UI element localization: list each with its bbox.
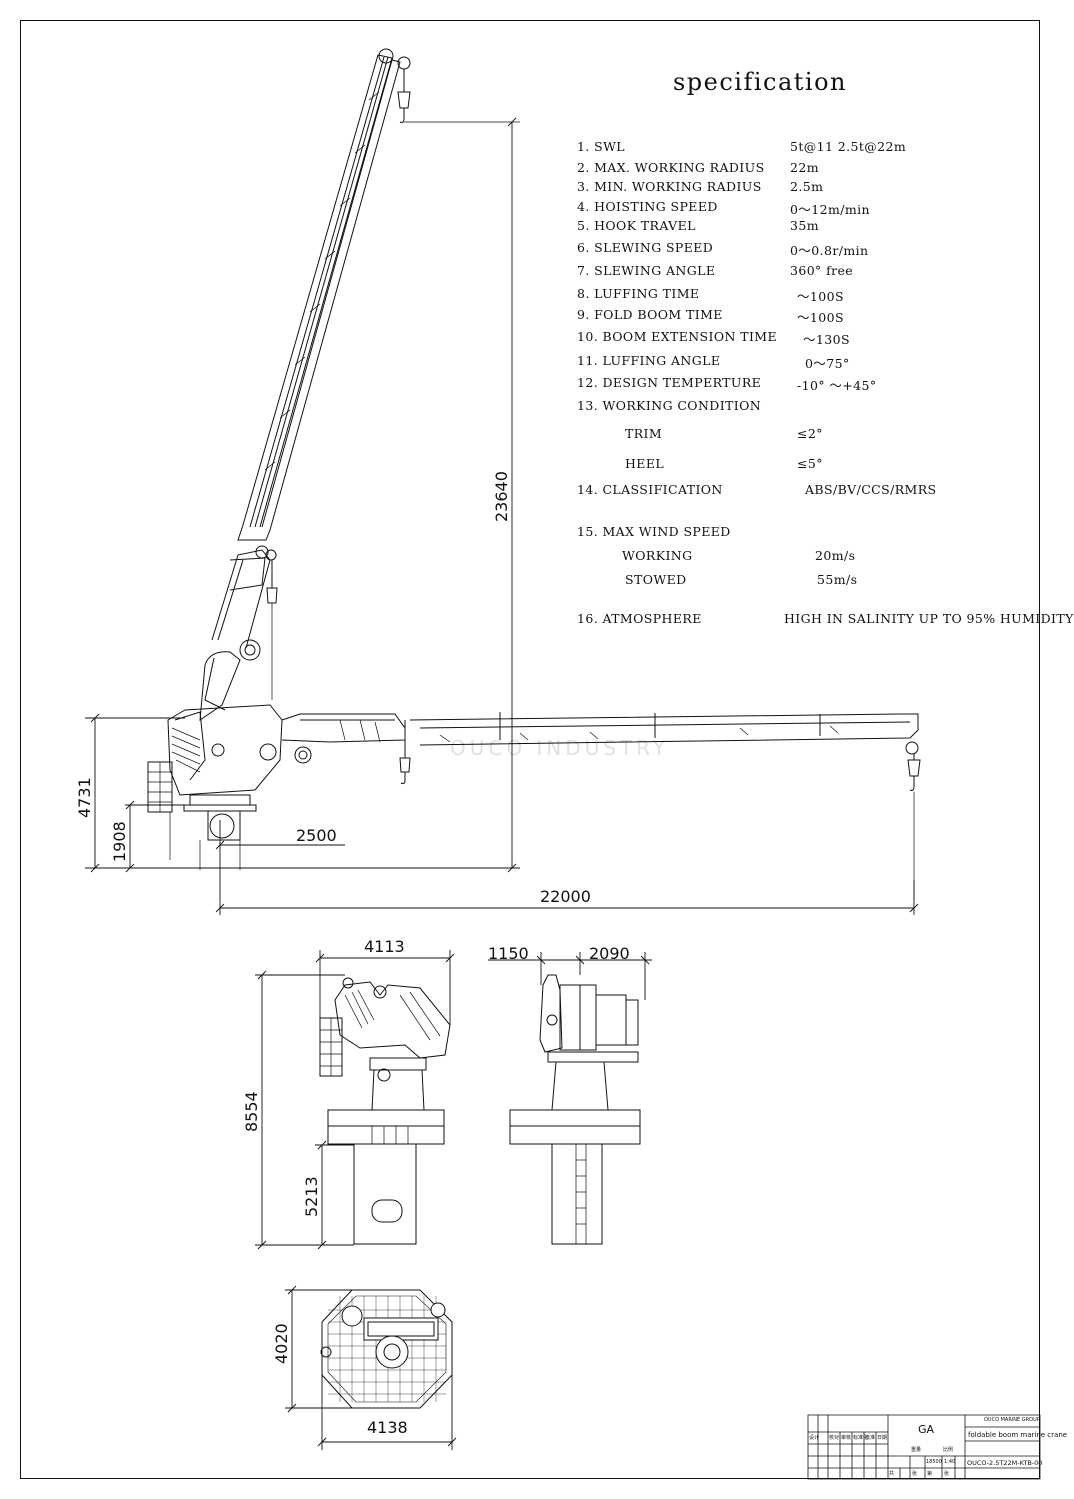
spec-label: HEEL [625, 456, 665, 471]
title-block-cell: 日期 [877, 1435, 888, 1441]
title-block-cell: 共 [889, 1471, 895, 1477]
spec-value: ～100S [797, 310, 844, 325]
title-block-drawing-name: foldable boom marine crane [968, 1431, 1068, 1439]
spec-title: specification [672, 68, 848, 96]
spec-label: 1. SWL [577, 139, 626, 154]
knuckle-section [200, 546, 277, 720]
watermark-text: OUCO INDUSTRY [450, 736, 670, 760]
title-block-code: GA [918, 1423, 935, 1436]
spec-label: 8. LUFFING TIME [577, 286, 700, 301]
spec-value: 0～75° [805, 356, 850, 371]
spec-value: 20m/s [815, 548, 856, 563]
spec-label: STOWED [625, 572, 687, 587]
spec-value: 0～12m/min [790, 202, 870, 217]
dim-max-radius: 22000 [540, 887, 591, 906]
title-block-drawing-no: OUCO-2.5T22M-KTB-00 [967, 1459, 1043, 1467]
title-block-scale: 1:40 [944, 1459, 956, 1465]
spec-value: 35m [790, 218, 819, 233]
spec-value: ～100S [797, 289, 844, 304]
spec-label: 16. ATMOSPHERE [577, 611, 702, 626]
crane-base-side [148, 705, 282, 870]
side-elevation-dimensions [488, 952, 652, 1000]
title-block-cell: 比例 [943, 1447, 954, 1453]
spec-label: 12. DESIGN TEMPERTURE [577, 375, 762, 390]
spec-label: 3. MIN. WORKING RADIUS [577, 179, 762, 194]
spec-value: 2.5m [790, 179, 824, 194]
spec-label: 9. FOLD BOOM TIME [577, 307, 723, 322]
dim-height-base: 4731 [75, 777, 94, 818]
title-block-cell: 张 [944, 1471, 950, 1477]
dim-plan-width: 4138 [367, 1418, 408, 1437]
front-elevation [320, 978, 450, 1244]
spec-value: 0～0.8r/min [790, 243, 869, 258]
spec-label: 6. SLEWING SPEED [577, 240, 714, 255]
spec-value: ≤5° [797, 456, 823, 471]
spec-label: WORKING [622, 548, 693, 563]
plan-view-dimensions [285, 1286, 456, 1450]
drawing-border [20, 20, 1040, 1479]
spec-label: 4. HOISTING SPEED [577, 199, 718, 214]
dim-side-right: 2090 [589, 944, 630, 963]
title-block-weight: 18500 [926, 1459, 942, 1465]
title-block-company: OUCO MARINE GROUP [984, 1417, 1040, 1423]
spec-label: 15. MAX WIND SPEED [577, 524, 731, 539]
side-elevation [510, 975, 640, 1244]
title-block-cell: 审核 [841, 1435, 852, 1441]
spec-value: HIGH IN SALINITY UP TO 95% HUMIDITY [784, 611, 1074, 626]
front-elevation-dimensions [255, 950, 454, 1249]
dim-width-front: 4113 [364, 937, 405, 956]
spec-value: ≤2° [797, 426, 823, 441]
title-block-cell: 校对 [829, 1435, 840, 1441]
title-block-grid [808, 1415, 1040, 1479]
spec-value: 22m [790, 160, 819, 175]
dim-plan-depth: 4020 [272, 1323, 291, 1364]
dim-min-radius: 2500 [296, 826, 337, 845]
spec-label: TRIM [625, 426, 663, 441]
spec-value: ABS/BV/CCS/RMRS [805, 482, 937, 497]
dim-height-column: 5213 [302, 1176, 321, 1217]
title-block-cell: 设计 [809, 1435, 820, 1441]
raised-boom [238, 49, 520, 540]
dim-height-total: 8554 [242, 1091, 261, 1132]
spec-label: 11. LUFFING ANGLE [577, 353, 721, 368]
plan-view [321, 1290, 452, 1408]
spec-label: 10. BOOM EXTENSION TIME [577, 329, 778, 344]
spec-value: ～130S [803, 332, 850, 347]
spec-value: 55m/s [817, 572, 858, 587]
spec-label: 2. MAX. WORKING RADIUS [577, 160, 765, 175]
spec-value: 360° free [790, 263, 854, 278]
dim-side-left: 1150 [488, 944, 529, 963]
title-block-cell: 第 [927, 1471, 933, 1477]
dim-height-pedestal: 1908 [110, 821, 129, 862]
title-block-cell: 重量 [911, 1447, 922, 1453]
spec-value: 5t@11 2.5t@22m [790, 139, 907, 154]
title-block-cell: 批准 [865, 1435, 876, 1441]
dim-height-main: 23640 [492, 471, 511, 522]
spec-label: 5. HOOK TRAVEL [577, 218, 696, 233]
spec-label: 7. SLEWING ANGLE [577, 263, 716, 278]
spec-value: -10° ～+45° [797, 378, 877, 393]
title-block-cell: 标准化 [853, 1435, 869, 1441]
spec-label: 13. WORKING CONDITION [577, 398, 762, 413]
spec-label: 14. CLASSIFICATION [577, 482, 723, 497]
side-view-dimensions [85, 118, 918, 915]
title-block-cell: 张 [912, 1471, 918, 1477]
